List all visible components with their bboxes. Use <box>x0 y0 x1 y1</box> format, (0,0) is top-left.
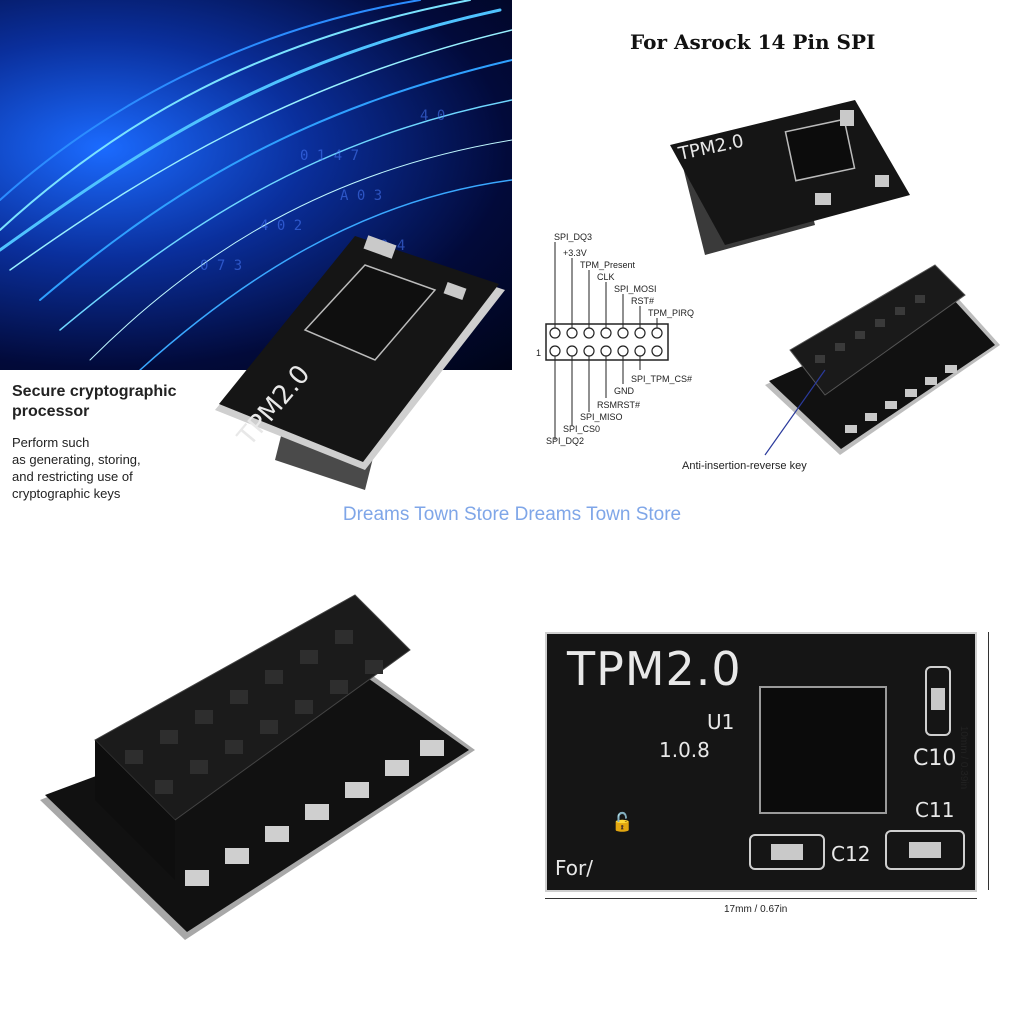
pin-label-spi-tpm-cs: SPI_TPM_CS# <box>631 374 693 384</box>
fiber-optic-graphic: 0 1 4 7A 0 3 4 0 24 0 0 7 30 4 <box>0 0 512 370</box>
lock-icon: 🔓 <box>611 812 634 832</box>
tpm-connector-large <box>40 594 475 940</box>
pin-label-rsmrst: RSMRST# <box>597 400 641 410</box>
hero-caption: Secure cryptographic processor Perform s… <box>12 382 212 502</box>
tpm-board-front: TPM2.0 U1 1.0.8 C10 C11 C12 For/ 🔓 <box>545 632 977 892</box>
page-title: For Asrock 14 Pin SPI <box>630 30 876 54</box>
pin-label-clk: CLK <box>597 272 615 282</box>
svg-text:0 1 4 7: 0 1 4 7 <box>300 148 359 164</box>
svg-text:4 0 2: 4 0 2 <box>260 218 302 234</box>
svg-text:0 7 3: 0 7 3 <box>200 258 242 274</box>
hero-description: Perform such as generating, storing, and… <box>12 435 141 501</box>
cap-label-c12: C12 <box>831 842 871 866</box>
anti-insertion-key-label: Anti-insertion-reverse key <box>682 460 807 472</box>
pin-label-tpm-present: TPM_Present <box>580 260 636 270</box>
cap-label-c10: C10 <box>913 746 957 771</box>
board-version: 1.0.8 <box>659 738 710 762</box>
pin-label-spi-dq3: SPI_DQ3 <box>554 232 593 242</box>
width-dimension-label: 17mm / 0.67in <box>724 904 788 915</box>
svg-text:A 0 3: A 0 3 <box>340 188 382 204</box>
pin-label-gnd: GND <box>614 386 634 396</box>
pin-label-3v3: +3.3V <box>563 248 587 258</box>
capacitor-c12-outline <box>749 834 825 870</box>
height-dimension-label: 10mm / 0.39in <box>958 725 970 790</box>
pinout-diagram: SPI_DQ3 +3.3V TPM_Present CLK SPI_MOSI R… <box>536 228 740 458</box>
svg-text:4 0: 4 0 <box>420 108 445 124</box>
pin-label-spi-mosi: SPI_MOSI <box>614 284 657 294</box>
tpm-module-angled-left: TPM2.0 <box>215 235 505 490</box>
cap-label-c11: C11 <box>915 798 955 822</box>
hero-title: Secure cryptographic processor <box>12 383 177 420</box>
pin-label-rst: RST# <box>631 296 655 306</box>
board-title: TPM2.0 <box>567 642 742 696</box>
board-chip-label: U1 <box>707 710 735 734</box>
capacitor-c10-outline <box>925 666 951 736</box>
height-dimension-line <box>988 632 989 890</box>
board-footer-text: For/ <box>555 856 593 880</box>
tpm-module-top-view: TPM2.0 <box>670 100 910 255</box>
capacitor-c11-outline <box>885 830 965 870</box>
pin-label-spi-dq2: SPI_DQ2 <box>546 436 585 446</box>
pinout-header-drawing <box>545 242 669 440</box>
store-watermark: Dreams Town Store Dreams Town Store <box>342 504 682 525</box>
pin-one-marker: 1 <box>536 348 542 358</box>
pin-label-spi-cs0: SPI_CS0 <box>563 424 601 434</box>
tpm-chip <box>759 686 887 814</box>
hero-image: 0 1 4 7A 0 3 4 0 24 0 0 7 30 4 <box>0 0 512 370</box>
pin-label-spi-miso: SPI_MISO <box>580 412 623 422</box>
pin-label-tpm-pirq: TPM_PIRQ <box>648 308 695 318</box>
tpm-connector-header <box>764 264 1000 456</box>
width-dimension-line <box>545 898 977 899</box>
